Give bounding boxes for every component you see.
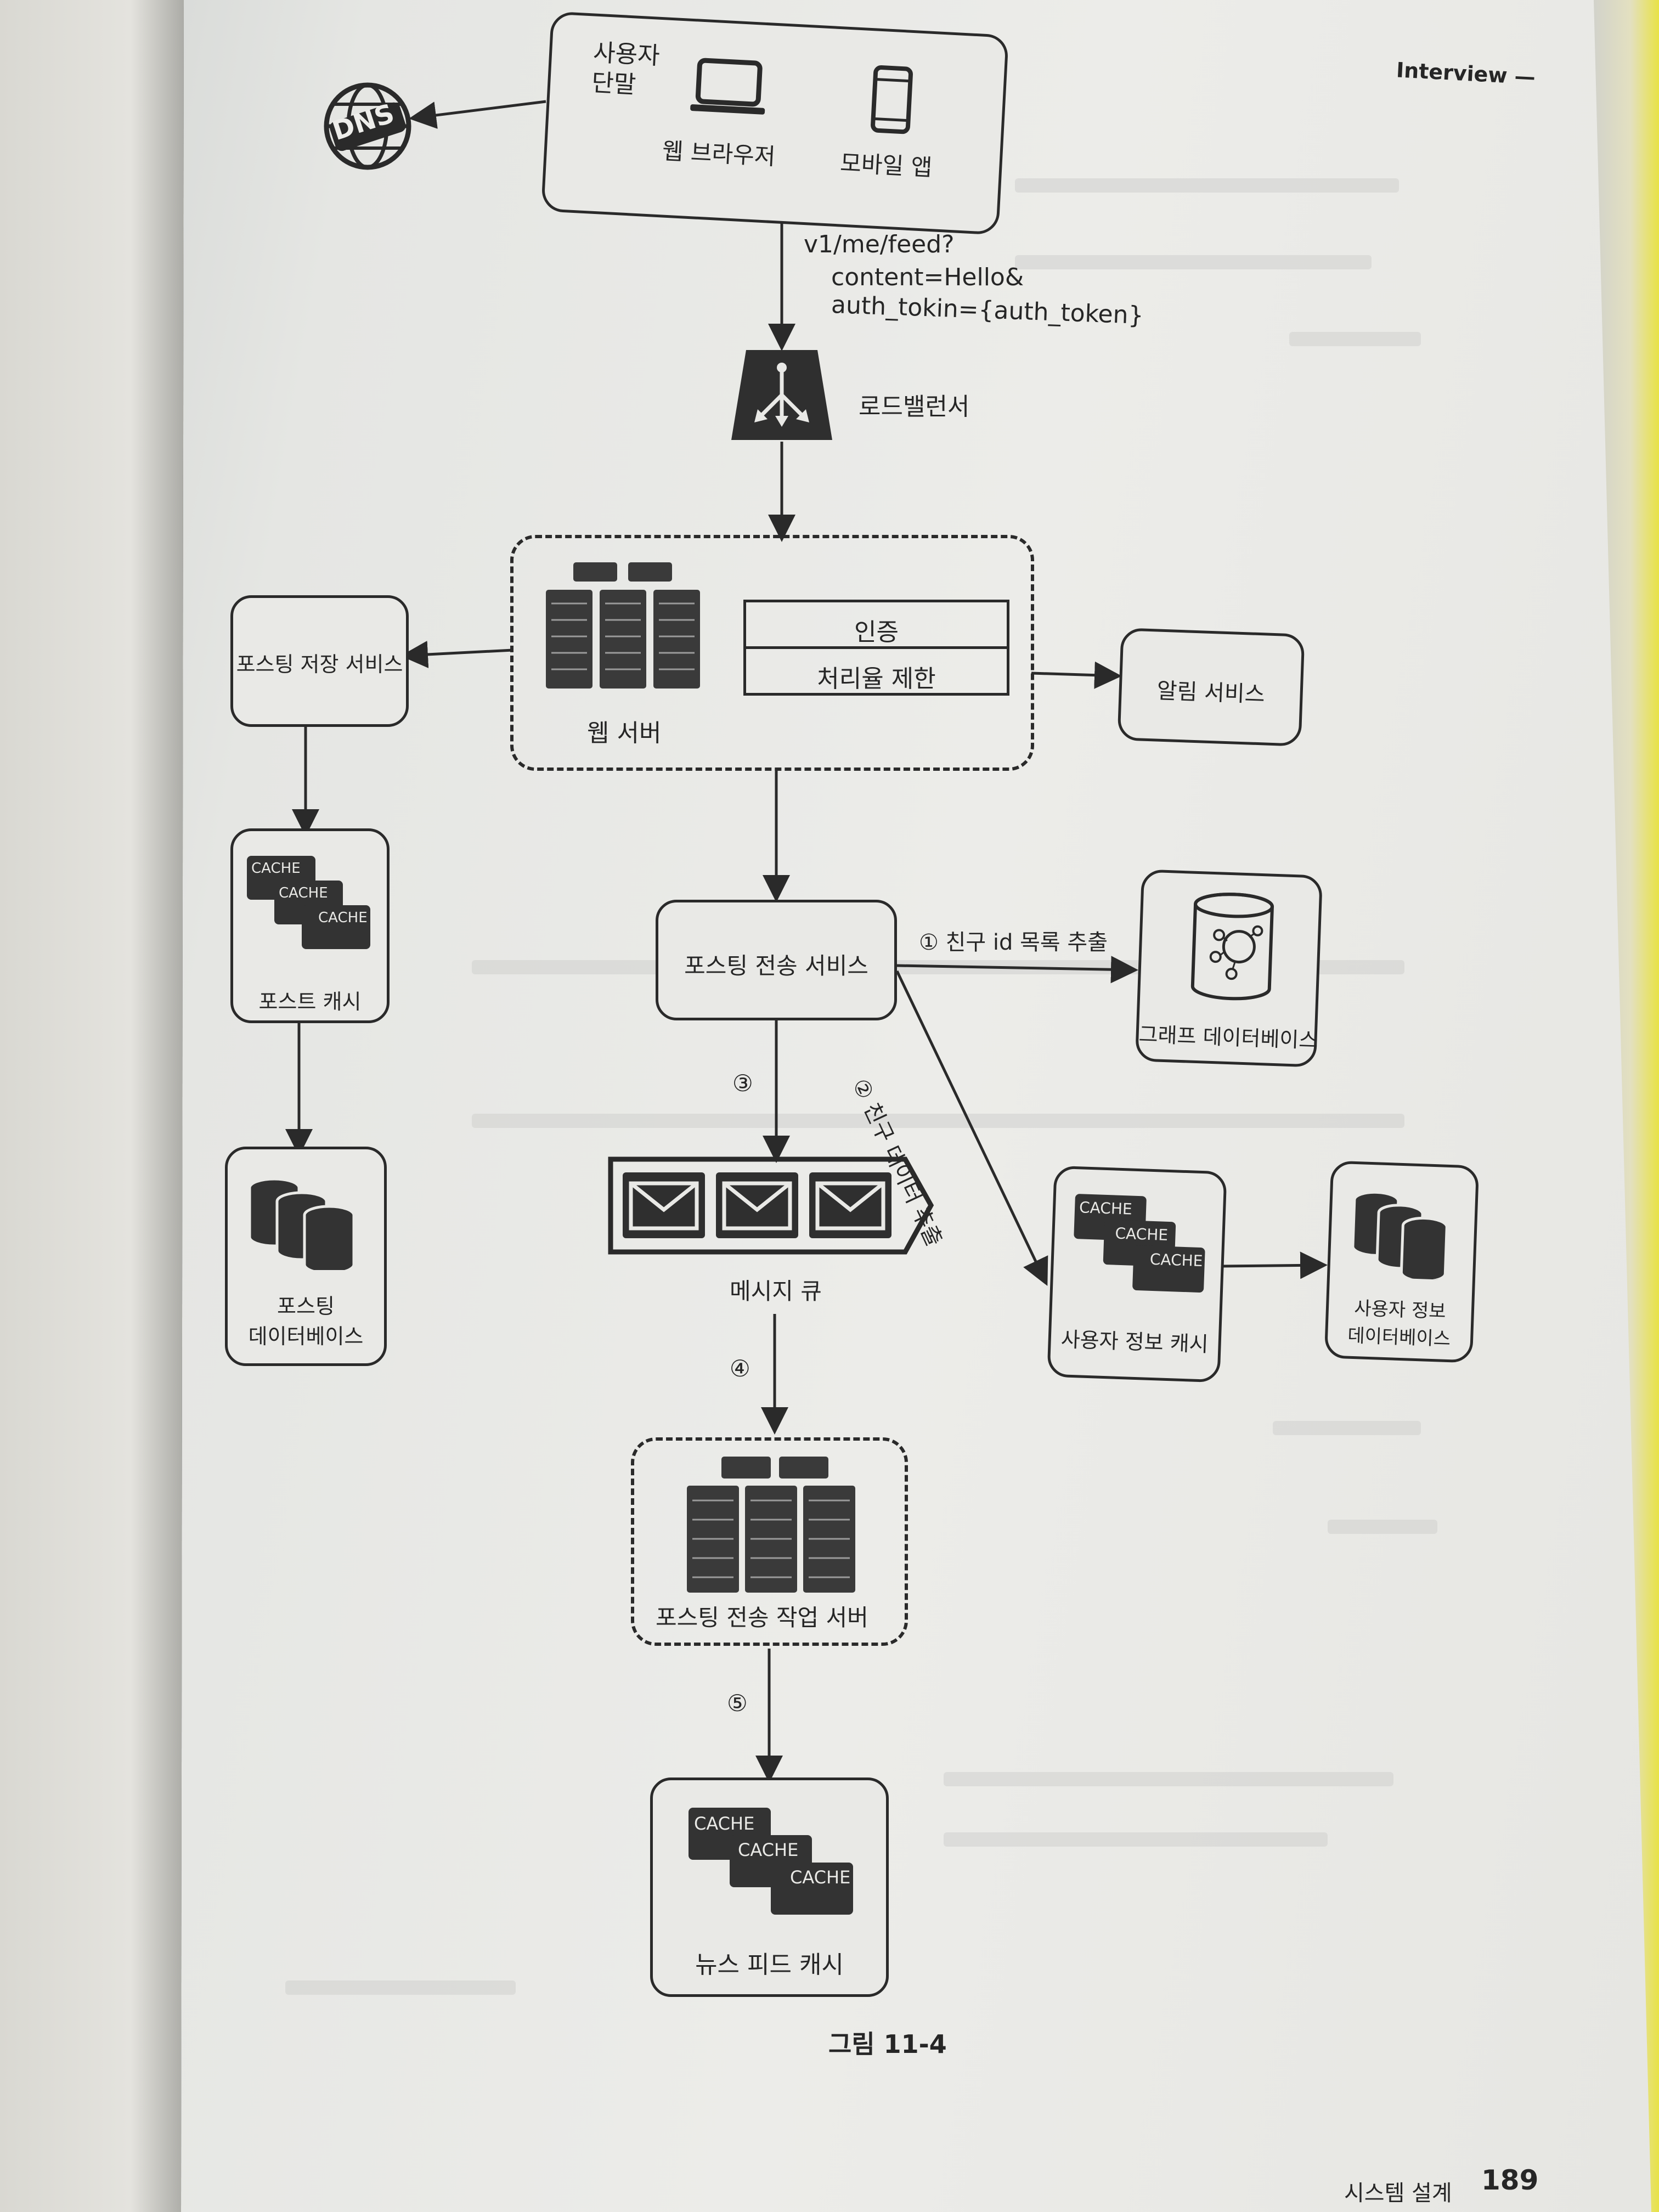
bleed-through-text xyxy=(944,1832,1328,1847)
fanout-workers-group xyxy=(631,1437,908,1646)
message-queue-label: 메시지 큐 xyxy=(730,1278,822,1305)
news-feed-cache-label: 뉴스 피드 캐시 xyxy=(695,1951,844,1979)
step-4-label: ④ xyxy=(730,1355,751,1382)
auth-label: 인증 xyxy=(854,618,899,646)
arrow-webserver-to-post-storage xyxy=(400,640,514,668)
dns-globe-icon xyxy=(324,82,411,170)
server-rack-icon xyxy=(546,562,700,689)
step-1-label: ① 친구 id 목록 추출 xyxy=(919,930,1108,955)
fanout-service-label: 포스팅 전송 서비스 xyxy=(684,952,868,979)
post-database-label-2: 데이터베이스 xyxy=(248,1324,364,1348)
cache-label: CACHE xyxy=(279,885,328,901)
footer-chapter: 시스템 설계 xyxy=(1344,2181,1452,2206)
fanout-service-box: 포스팅 전송 서비스 xyxy=(656,900,897,1020)
client-box: 사용자 단말 웹 브라우저 모바일 앱 xyxy=(541,11,1009,235)
web-server-label: 웹 서버 xyxy=(587,719,662,747)
arrow-client-to-dns xyxy=(409,100,546,129)
browser-label: 웹 브라우저 xyxy=(661,137,776,171)
cache-label: CACHE xyxy=(1079,1198,1133,1218)
post-storage-service-label: 포스팅 저장 서비스 xyxy=(236,652,403,676)
request-line-1: v1/me/feed? xyxy=(804,230,955,258)
notification-service-label: 알림 서비스 xyxy=(1156,678,1266,708)
figure-caption: 그림 11-4 xyxy=(828,2029,947,2059)
bleed-through-text xyxy=(1328,1520,1437,1534)
user-database-box: 사용자 정보 데이터베이스 xyxy=(1324,1160,1480,1363)
load-balancer-icon xyxy=(731,350,832,440)
load-balancer-label: 로드밸런서 xyxy=(859,393,970,421)
arrow-fanout-to-graph-db xyxy=(896,956,1138,984)
bleed-through-text xyxy=(1015,255,1372,269)
post-cache-label: 포스트 캐시 xyxy=(258,990,362,1014)
post-cache-box: CACHE CACHE CACHE 포스트 캐시 xyxy=(230,828,390,1023)
arrow-webserver-to-notification xyxy=(1031,661,1122,689)
cache-stack-icon: CACHE CACHE CACHE xyxy=(689,1808,853,1923)
user-cache-label: 사용자 정보 캐시 xyxy=(1060,1327,1209,1357)
cache-stack-icon: CACHE CACHE CACHE xyxy=(1071,1193,1206,1302)
cache-label: CACHE xyxy=(790,1867,851,1888)
bleed-through-text xyxy=(1273,1421,1421,1435)
bleed-through-text xyxy=(285,1980,516,1995)
graph-database-icon xyxy=(1190,893,1274,1001)
mobile-label: 모바일 앱 xyxy=(839,149,933,182)
news-feed-cache-box: CACHE CACHE CACHE 뉴스 피드 캐시 xyxy=(650,1778,889,1997)
laptop-icon xyxy=(690,58,765,115)
step-3-label: ③ xyxy=(732,1070,753,1097)
bleed-through-text xyxy=(1015,178,1399,193)
post-storage-service-box: 포스팅 저장 서비스 xyxy=(230,595,409,727)
rate-limit-module: 처리율 제한 xyxy=(743,646,1009,696)
message-queue-icon xyxy=(608,1156,934,1255)
web-server-group xyxy=(510,535,1034,771)
post-database-label: 포스팅 xyxy=(277,1294,335,1318)
request-line-2: content=Hello& xyxy=(831,263,1024,291)
user-database-label-2: 데이터베이스 xyxy=(1347,1324,1451,1351)
cache-stack-icon: CACHE CACHE CACHE xyxy=(247,856,373,960)
step-5-label: ⑤ xyxy=(727,1690,748,1717)
arrow-user-cache-to-user-db xyxy=(1220,1251,1328,1279)
bleed-through-text xyxy=(472,1114,1404,1128)
graph-database-label: 그래프 데이터베이스 xyxy=(1138,1022,1319,1053)
auth-module: 인증 xyxy=(743,600,1009,649)
bleed-through-text xyxy=(944,1772,1393,1786)
notification-service-box: 알림 서비스 xyxy=(1117,628,1305,747)
bleed-through-text xyxy=(1289,332,1421,346)
rate-limit-label: 처리율 제한 xyxy=(817,665,936,693)
arrow-fanout-to-user-cache xyxy=(895,970,1048,1286)
database-cylinders-icon xyxy=(1351,1190,1448,1280)
user-cache-box: CACHE CACHE CACHE 사용자 정보 캐시 xyxy=(1047,1165,1227,1383)
user-database-label: 사용자 정보 xyxy=(1353,1297,1447,1323)
cache-label: CACHE xyxy=(694,1813,755,1834)
left-page xyxy=(0,0,184,2212)
graph-database-box: 그래프 데이터베이스 xyxy=(1135,869,1323,1068)
mobile-phone-icon xyxy=(871,65,913,134)
cache-label: CACHE xyxy=(251,860,301,877)
page-number: 189 xyxy=(1481,2164,1539,2196)
cache-label: CACHE xyxy=(318,910,368,926)
cache-label: CACHE xyxy=(1149,1250,1203,1271)
server-rack-icon xyxy=(687,1457,855,1593)
cache-label: CACHE xyxy=(738,1839,799,1860)
cache-label: CACHE xyxy=(1114,1224,1169,1244)
fanout-workers-label: 포스팅 전송 작업 서버 xyxy=(656,1604,868,1631)
client-label-2: 단말 xyxy=(591,69,637,99)
post-database-box: 포스팅 데이터베이스 xyxy=(225,1147,387,1366)
database-cylinders-icon xyxy=(248,1177,356,1270)
